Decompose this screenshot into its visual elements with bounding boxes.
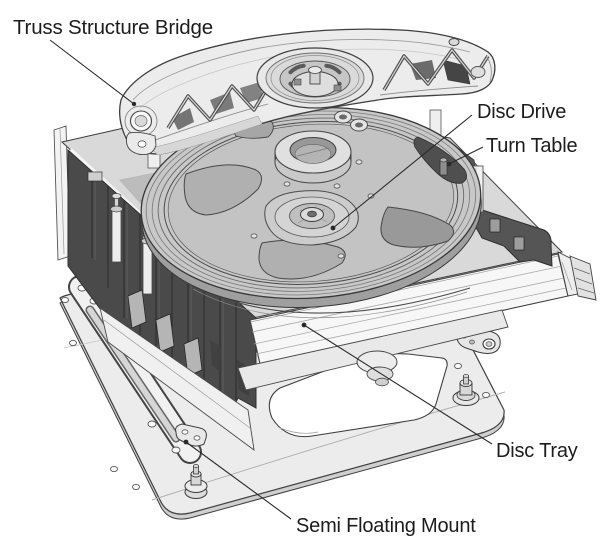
label-disc-drive: Disc Drive xyxy=(477,101,567,123)
label-turn-table: Turn Table xyxy=(486,135,578,157)
label-disc-tray: Disc Tray xyxy=(496,440,578,462)
spindle xyxy=(264,190,359,246)
label-semi-floating-mount: Semi Floating Mount xyxy=(296,515,476,537)
turntable-hub xyxy=(274,130,352,184)
truss-bridge-graphic xyxy=(119,28,496,156)
standoff-screw-right xyxy=(452,373,480,406)
standoff-screw-left xyxy=(184,464,208,499)
label-truss-structure-bridge: Truss Structure Bridge xyxy=(13,16,213,39)
leader-lines xyxy=(49,39,493,520)
turntable-graphic xyxy=(140,106,482,308)
clamper-hub xyxy=(256,47,374,109)
